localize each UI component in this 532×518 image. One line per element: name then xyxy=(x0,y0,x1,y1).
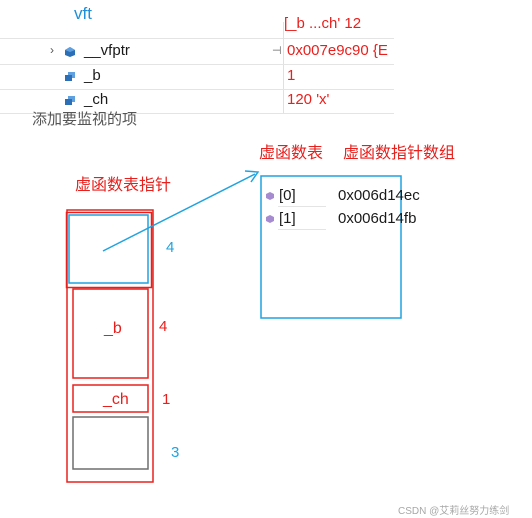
watch-row-name: _b xyxy=(84,67,101,84)
vtable-label: 虚函数表 xyxy=(259,145,324,162)
vptr-arrow-line xyxy=(102,173,256,252)
watch-row-ch[interactable]: _ch 120 'x' xyxy=(0,90,394,114)
vtable-entry-address: 0x006d14ec xyxy=(338,187,420,204)
watch-row-vfptr[interactable]: › __vfptr ⊣ 0x007e9c90 {E xyxy=(0,41,394,65)
expand-chevron-icon[interactable]: › xyxy=(50,43,54,57)
member-field-icon xyxy=(65,72,75,81)
field-icon xyxy=(65,47,75,57)
member-ch-box xyxy=(72,384,149,413)
padding-box xyxy=(72,416,149,470)
watch-row-divider xyxy=(0,64,394,65)
vtable-entry-0[interactable]: [0] 0x006d14ec xyxy=(263,187,420,207)
member-b-label: _b xyxy=(104,320,122,337)
vtable-entry-1[interactable]: [1] 0x006d14fb xyxy=(263,210,417,230)
watch-row-value: 0x007e9c90 {E xyxy=(287,42,388,59)
vptr-label: 虚函数表指针 xyxy=(75,177,172,194)
add-watch-hint[interactable]: 添加要监视的项 xyxy=(32,111,138,128)
size-vptr: 4 xyxy=(166,239,175,256)
watch-row-divider xyxy=(0,38,394,39)
watch-row-divider xyxy=(0,113,394,114)
watch-row-b[interactable]: _b 1 xyxy=(0,66,394,90)
vtable-box xyxy=(260,175,402,319)
arrow-head-icon xyxy=(244,170,260,183)
vtable-entry-address: 0x006d14fb xyxy=(338,210,417,227)
vptr-slot-red-box xyxy=(65,211,153,289)
watch-row-name: __vfptr xyxy=(84,42,130,59)
vptr-slot-blue-box xyxy=(68,214,149,284)
vtable-array-label: 虚函数指针数组 xyxy=(343,145,456,162)
watch-cut-off-value: [_b ...ch' 12 xyxy=(284,15,362,32)
size-b: 4 xyxy=(159,318,168,335)
array-element-icon xyxy=(266,192,274,200)
member-field-icon xyxy=(65,96,75,105)
watch-column-separator xyxy=(283,22,284,114)
member-b-box xyxy=(72,288,149,379)
watch-variable-title: vft xyxy=(74,4,92,23)
vtable-entry-index: [0] xyxy=(279,187,296,204)
watch-row-name: _ch xyxy=(84,91,109,108)
vtable-row-divider xyxy=(278,206,326,207)
size-padding: 3 xyxy=(171,444,180,461)
vtable-row-divider xyxy=(278,229,326,230)
watch-row-divider xyxy=(0,89,394,90)
watermark: CSDN @艾莉丝努力练剑 xyxy=(398,506,510,517)
size-ch: 1 xyxy=(162,391,171,408)
array-element-icon xyxy=(266,215,274,223)
watch-row-value: 120 'x' xyxy=(287,91,330,108)
watch-row-value: 1 xyxy=(287,67,296,84)
column-resize-icon[interactable]: ⊣ xyxy=(272,45,282,57)
member-ch-label: _ch xyxy=(103,391,129,408)
vtable-entry-index: [1] xyxy=(279,210,296,227)
object-outline xyxy=(66,209,154,483)
